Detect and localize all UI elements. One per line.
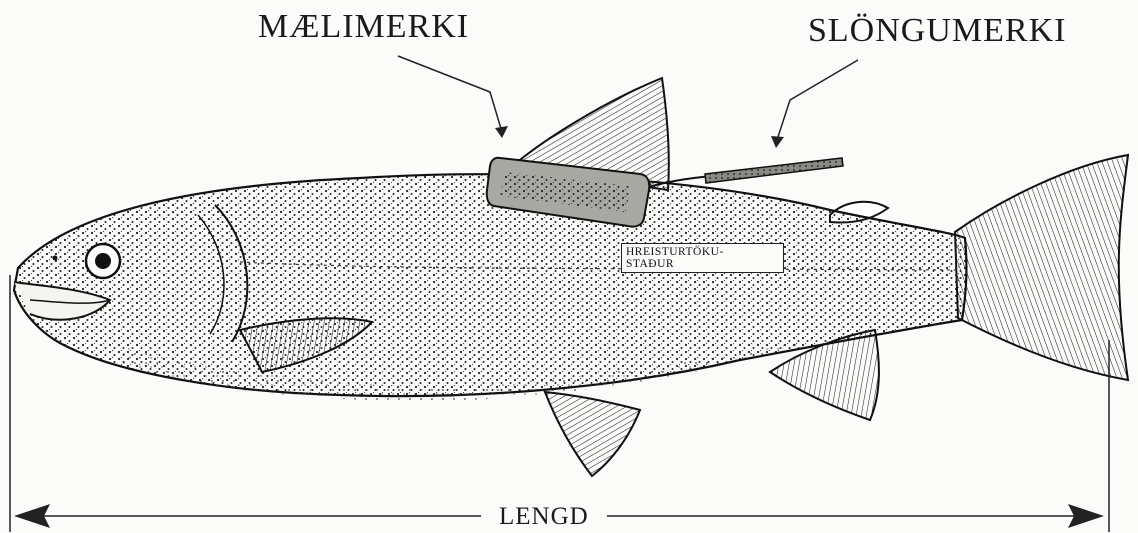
measuring-tag-label: MÆLIMERKI: [258, 8, 469, 46]
scale-sample-site-line2: STAÐUR: [626, 258, 779, 270]
tube-tag-label: SLÖNGUMERKI: [808, 12, 1066, 50]
scale-sample-site-line1: HREISTURTÖKU-: [626, 246, 779, 258]
scale-sample-site-label: HREISTURTÖKU- STAÐUR: [621, 243, 784, 273]
tail-fin: [955, 155, 1128, 380]
measuring-tag-pointer: [398, 56, 508, 138]
length-label: LENGD: [481, 503, 607, 531]
tube-tag-pointer: [771, 60, 858, 148]
pelvic-fin: [545, 392, 640, 476]
